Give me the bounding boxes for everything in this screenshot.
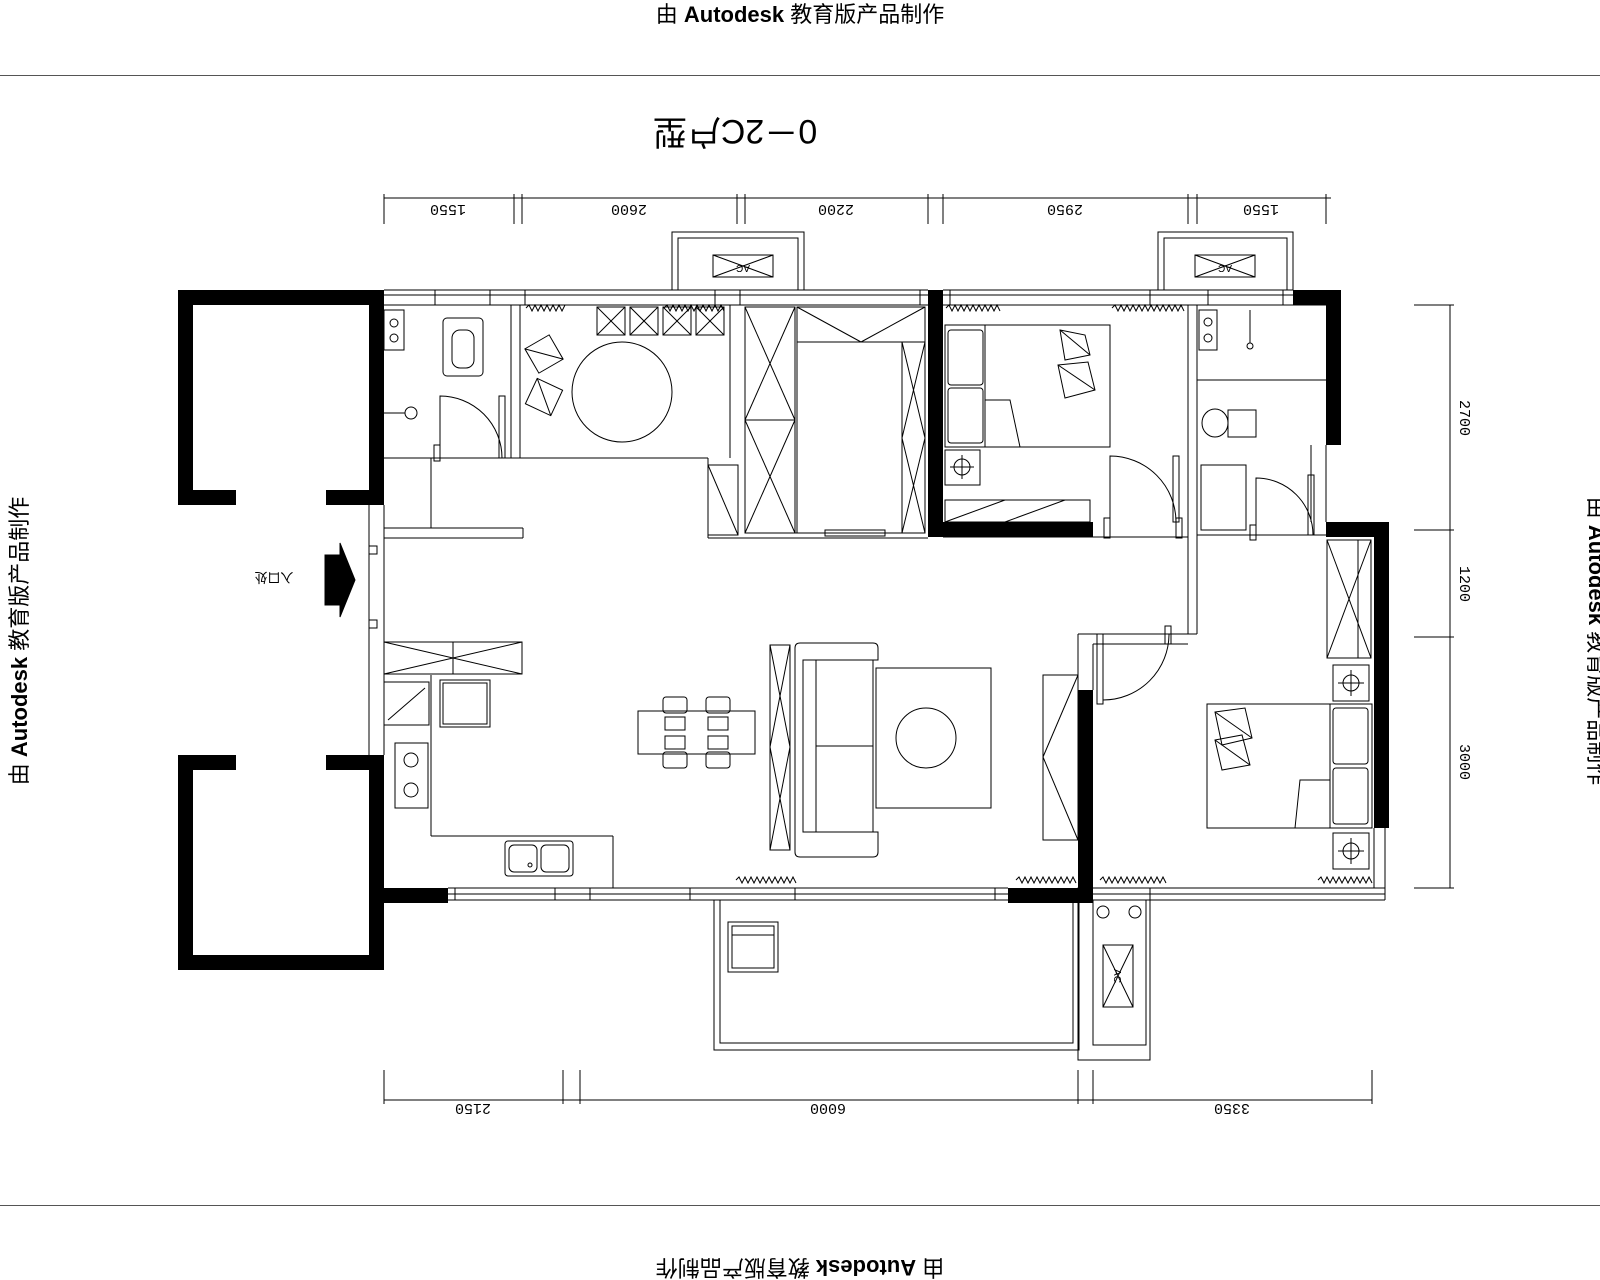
dim-top-2: 2600 — [611, 200, 647, 217]
dim-top-3: 2200 — [818, 200, 854, 217]
watermark-top: 由 Autodesk 教育版产品制作 — [655, 2, 945, 27]
dining-set — [637, 696, 756, 769]
bathroom-1-fixtures — [383, 309, 506, 462]
dim-bottom-2: 6000 — [810, 1099, 846, 1116]
bottom-border-line — [0, 1205, 1600, 1206]
entrance-label: 入口处 — [254, 570, 293, 585]
curtain-spring — [1111, 303, 1185, 313]
bedroom-2-furniture — [524, 306, 725, 443]
ac-unit-top-left: AC — [671, 231, 805, 291]
dim-bottom-1: 2150 — [455, 1099, 491, 1116]
ac-unit-bottom: AC — [1077, 887, 1151, 1061]
ac-label: AC — [1111, 969, 1122, 983]
dim-top-4: 2950 — [1047, 200, 1083, 217]
plan-title: 0－2C户型 — [653, 112, 817, 150]
wardrobe — [707, 306, 926, 537]
curtain-spring — [1015, 875, 1077, 885]
top-border-line — [0, 75, 1600, 76]
bedroom-1-furniture — [944, 324, 1183, 539]
structural-walls — [178, 290, 1389, 970]
living-room-furniture — [769, 642, 1079, 858]
curtain-spring — [663, 303, 725, 313]
ac-label: AC — [736, 262, 750, 273]
ac-label: AC — [1218, 262, 1232, 273]
bedroom-3-furniture — [1096, 539, 1373, 870]
curtain-spring — [525, 303, 566, 313]
curtain-springs — [525, 303, 1373, 885]
dim-top-1: 1550 — [430, 200, 466, 217]
curtain-spring — [1317, 875, 1373, 885]
dimension-lines — [383, 194, 1454, 1104]
dim-bottom-3: 3350 — [1214, 1099, 1250, 1116]
curtain-spring — [945, 303, 1001, 313]
dim-top-5: 1550 — [1243, 200, 1279, 217]
entrance-marker: 入口处 — [254, 542, 378, 629]
curtain-spring — [1099, 875, 1167, 885]
curtain-spring — [735, 875, 797, 885]
ac-unit-top-right: AC — [1157, 231, 1294, 291]
dim-right-3: 3000 — [1455, 744, 1472, 780]
windows — [434, 289, 1385, 901]
dim-right-1: 2700 — [1455, 400, 1472, 436]
balcony — [713, 899, 1080, 1051]
bathroom-2-fixtures — [1198, 309, 1315, 541]
dimension-labels: 1550 2600 2200 2950 1550 2700 1200 3000 … — [430, 200, 1472, 1116]
kitchen-fixtures — [383, 641, 574, 877]
dim-right-2: 1200 — [1455, 566, 1472, 602]
